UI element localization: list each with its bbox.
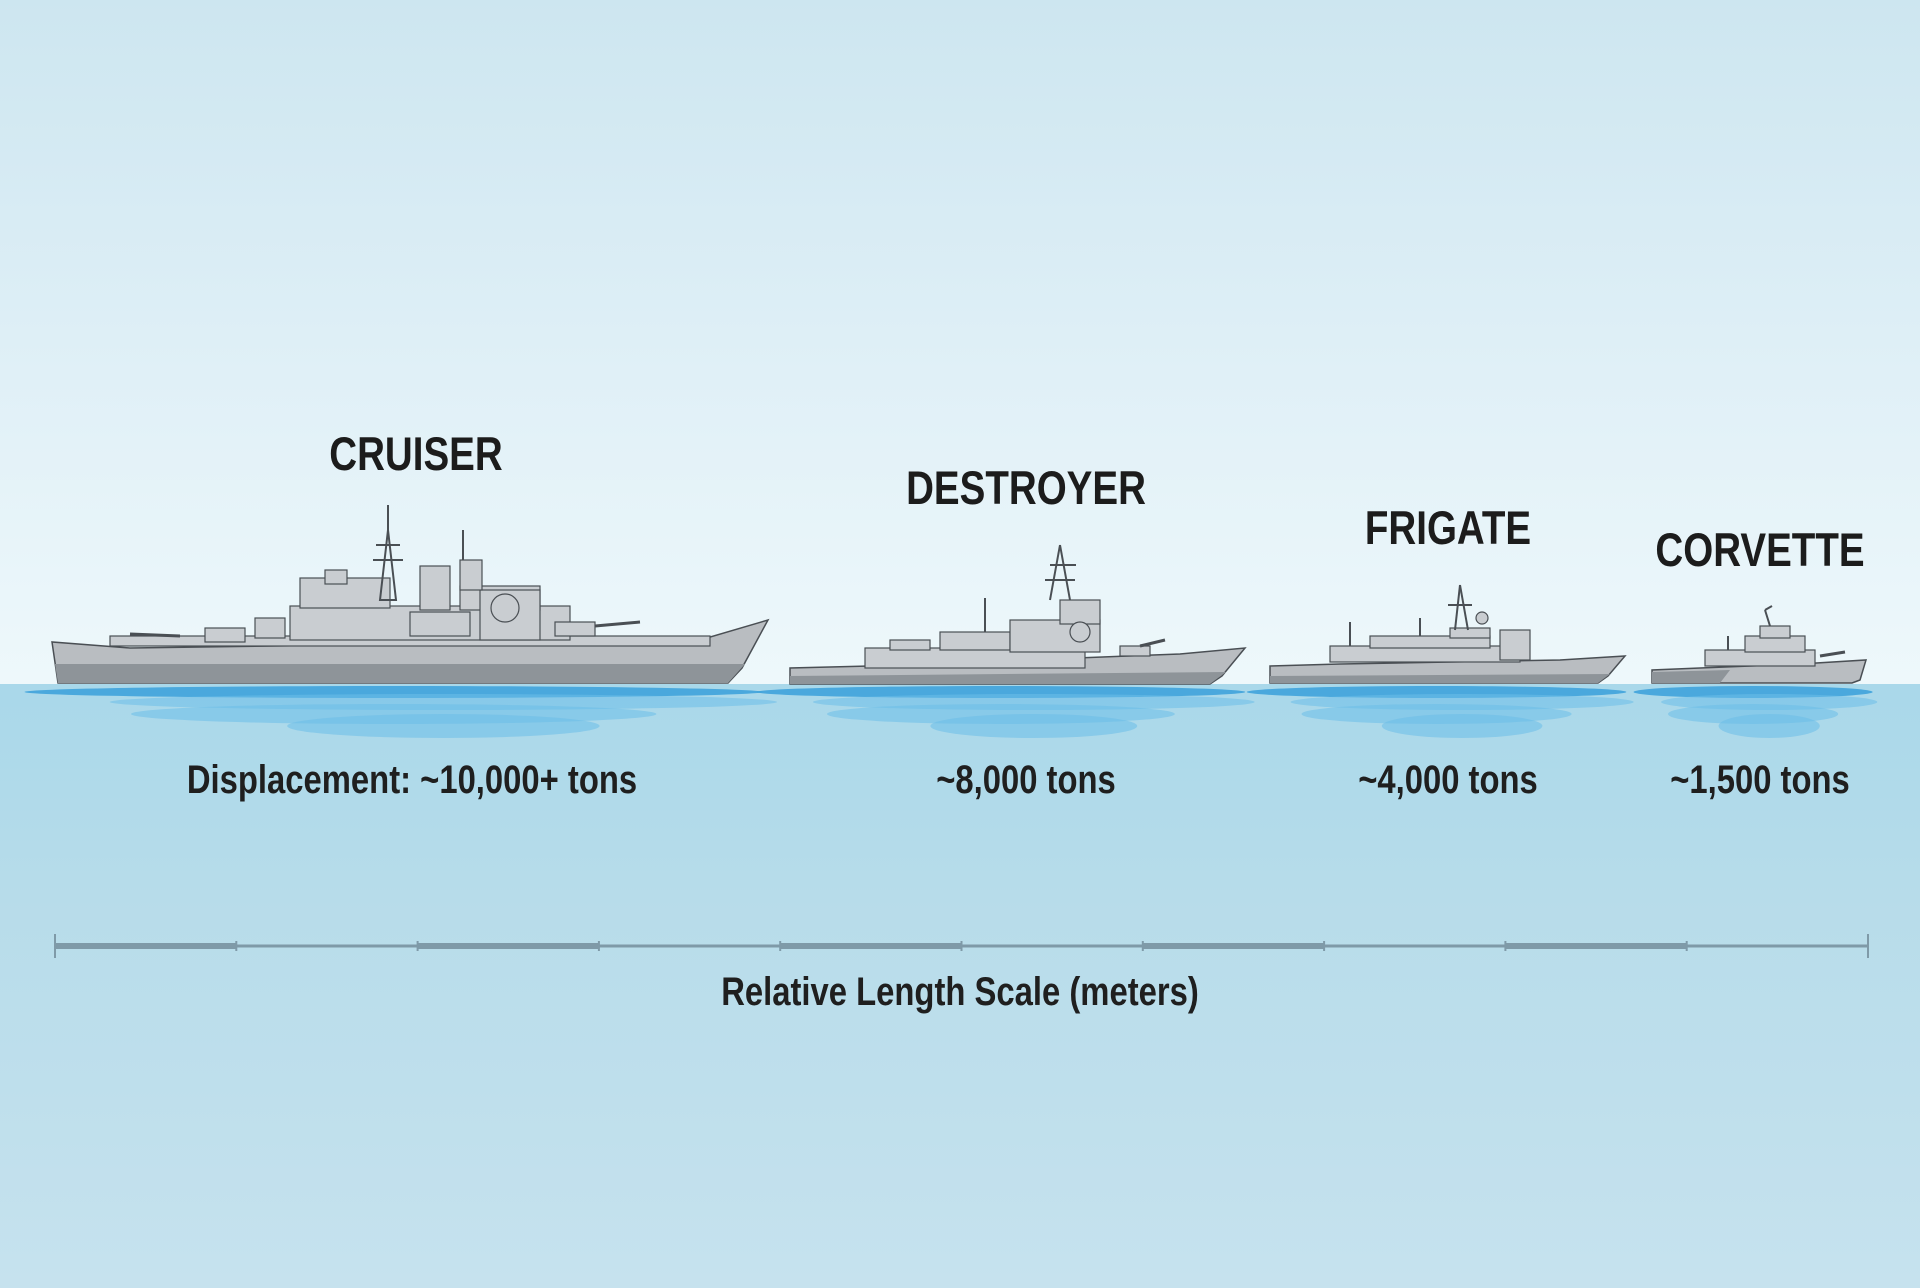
frigate-ship: [1269, 584, 1627, 684]
water-ripple: [1381, 714, 1543, 738]
ship-label-frigate: FRIGATE: [1364, 501, 1532, 554]
displacement-cruiser: Displacement: ~10,000+ tons: [186, 758, 638, 802]
water-splashes: [24, 686, 1878, 738]
scale-segment: [780, 943, 962, 949]
displacement-destroyer: ~8,000 tons: [936, 758, 1116, 802]
sea: [0, 684, 1920, 1288]
scale-segment: [1505, 943, 1687, 949]
water-ripple: [1718, 714, 1820, 738]
sky: [0, 0, 1920, 684]
displacement-frigate: ~4,000 tons: [1358, 758, 1538, 802]
scale-segment: [417, 943, 599, 949]
ship-label-cruiser: CRUISER: [329, 427, 503, 480]
destroyer-ship: [789, 544, 1247, 685]
water-ripple: [930, 714, 1138, 738]
scale-label: Relative Length Scale (meters): [721, 970, 1199, 1014]
corvette-ship: [1651, 605, 1868, 684]
ship-label-destroyer: DESTROYER: [906, 461, 1146, 514]
scale-segment: [1142, 943, 1325, 949]
water-ripple: [287, 714, 600, 738]
ship-label-corvette: CORVETTE: [1655, 523, 1865, 576]
scale-segment: [55, 943, 237, 949]
length-scale-bar: [54, 934, 1869, 958]
cruiser-ship: [51, 505, 770, 684]
displacement-corvette: ~1,500 tons: [1670, 758, 1850, 802]
